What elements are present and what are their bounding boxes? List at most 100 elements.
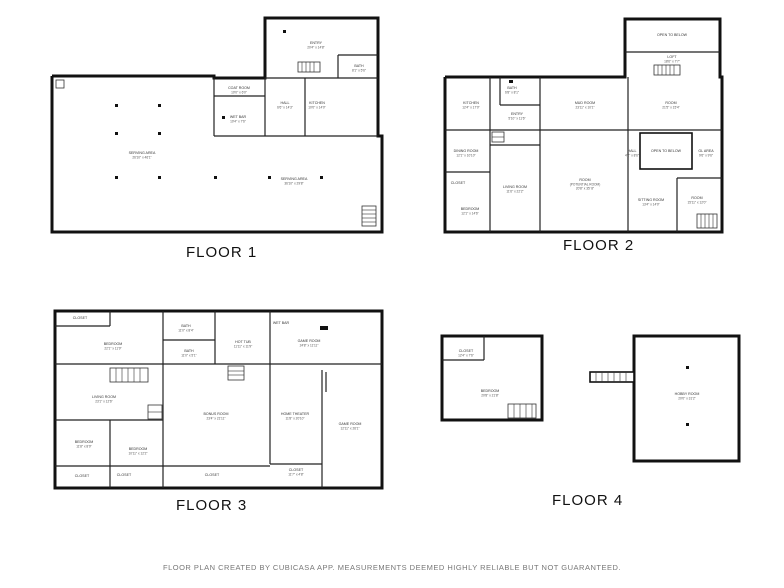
room-dimension-label: 9'6" x 9'6" xyxy=(699,154,713,158)
footer-disclaimer: FLOOR PLAN CREATED BY CUBICASA APP. MEAS… xyxy=(163,563,621,572)
room-dimension-label: 18'6" x 7'7" xyxy=(664,60,680,64)
room-name-label: ROOM xyxy=(665,101,676,105)
staircase xyxy=(595,372,627,382)
room-name-label: KITCHEN xyxy=(309,101,325,105)
room-dimension-label: 10'0" x 6'0" xyxy=(231,91,247,95)
room-name-label: WET BAR xyxy=(230,115,247,119)
room-name-label: KITCHEN xyxy=(463,101,479,105)
room-name-label: LOFT xyxy=(667,55,677,59)
floor-title: FLOOR 1 xyxy=(186,244,257,261)
room-dimension-label: 10'4" x 7'6" xyxy=(230,120,246,124)
room-name-label: LIVING ROOM xyxy=(92,395,116,399)
room-dimension-label: 5'10" x 11'6" xyxy=(508,117,525,121)
room-dimension-label: 23'1" x 12'6" xyxy=(95,400,112,404)
room-dimension-label: 8'1" x 5'6" xyxy=(352,69,366,73)
room-name-label: BATH xyxy=(354,64,364,68)
room-name-label: BEDROOM xyxy=(481,389,500,393)
floor-title: FLOOR 3 xyxy=(176,497,247,514)
room-name-label: BEDROOM xyxy=(104,342,123,346)
room-name-label: LIVING ROOM xyxy=(503,185,527,189)
room-name-label: BATH xyxy=(507,86,517,90)
room-name-label: HOBBY ROOM xyxy=(675,392,700,396)
room-dimension-label: 12'1" x 14'6" xyxy=(461,212,478,216)
room-name-label: GAME ROOM xyxy=(298,339,321,343)
room-name-label: SERVING AREA xyxy=(281,177,308,181)
room-name-label: SITTING ROOM xyxy=(638,198,664,202)
room-dimension-label: 13'4" x 14'0" xyxy=(642,203,659,207)
room-dimension-label: 23'11" x 10'1" xyxy=(575,106,594,110)
room-name-label: CLOSET xyxy=(117,473,132,477)
room-dimension-label: 36'10" x 29'8" xyxy=(284,182,303,186)
room-name-label: BEDROOM xyxy=(75,440,94,444)
floor-3-plan xyxy=(53,309,384,490)
room-dimension-label: 11'8" x 8'9" xyxy=(76,445,91,449)
room-name-label: WET BAR xyxy=(273,321,290,325)
room-name-label: CLOSET xyxy=(205,473,220,477)
room-name-label: COAT ROOM xyxy=(228,86,250,90)
room-name-label: BONUS ROOM xyxy=(204,412,229,416)
fixture-icon xyxy=(55,79,65,89)
room-name-label: HOME THEATER xyxy=(281,412,310,416)
room-dimension-label: 20'8" x 21'8" xyxy=(481,394,498,398)
room-dimension-label: 11'0" x 5'1" xyxy=(181,354,196,358)
room-dimension-label: 11'8" x 20'10" xyxy=(285,417,304,421)
staircase xyxy=(491,64,718,229)
room-dimension-label: 11'7" x 4'8" xyxy=(288,473,303,477)
room-name-label: MUD ROOM xyxy=(575,101,595,105)
room-name-label: HOT TUB xyxy=(235,340,251,344)
room-dimension-label: 12'4" x 17'0" xyxy=(462,106,479,110)
room-name-label: CLOSET xyxy=(289,468,304,472)
room-name-label: GL AREA xyxy=(698,149,714,153)
staircase xyxy=(507,403,537,419)
room-name-label: OPEN TO BELOW xyxy=(651,149,682,153)
room-name-label: GAME ROOM xyxy=(339,422,362,426)
room-dimension-label: 10'0" x 14'0" xyxy=(308,106,325,110)
room-name-label: ENTRY xyxy=(310,41,323,45)
room-dimension-label: 11'0" x 8'4" xyxy=(178,329,193,333)
room-dimension-label: 11'11" x 11'9" xyxy=(234,345,253,349)
room-name-label: ENTRY xyxy=(511,112,524,116)
staircase xyxy=(297,61,377,227)
room-dimension-label: 6'6" x 14'3" xyxy=(277,106,293,110)
room-name-label: CLOSET xyxy=(75,474,90,478)
room-dimension-label: 4'2" x 8'6" xyxy=(625,154,639,158)
room-name-label: DINING ROOM xyxy=(454,149,479,153)
room-name-label: ROOM xyxy=(691,196,702,200)
floor-1-plan xyxy=(50,16,384,234)
room-name-label: SERVING AREA xyxy=(129,151,156,155)
room-dimension-label: 11'6" x 22'2" xyxy=(506,190,523,194)
room-dimension-label: 24'8" x 11'11" xyxy=(300,344,319,348)
room-dimension-label: 20'4" x 14'8" xyxy=(307,46,324,50)
room-dimension-label: 15'11" x 12'0" xyxy=(687,201,706,205)
room-dimension-label: 23'4" x 21'11" xyxy=(206,417,225,421)
room-name-label: BATH xyxy=(184,349,194,353)
room-name-label: OPEN TO BELOW xyxy=(657,33,688,37)
room-dimension-label: (POTENTIAL ROOM) xyxy=(570,183,601,187)
room-name-label: HALL xyxy=(628,149,637,153)
room-dimension-label: 12'4" x 7'6" xyxy=(458,354,474,358)
floor-2-plan xyxy=(443,17,724,234)
room-dimension-label: 12'1" x 10'10" xyxy=(456,154,475,158)
room-name-label: BATH xyxy=(181,324,191,328)
floor-title: FLOOR 4 xyxy=(552,492,623,509)
room-name-label: BEDROOM xyxy=(461,207,480,211)
room-name-label: HALL xyxy=(281,101,290,105)
room-dimension-label: 22'1" x 11'9" xyxy=(104,347,121,351)
floor-4-plan xyxy=(440,334,741,463)
room-name-label: BEDROOM xyxy=(129,447,148,451)
room-dimension-label: 10'11" x 12'2" xyxy=(128,452,147,456)
room-dimension-label: 21'5" x 15'4" xyxy=(662,106,679,110)
staircase xyxy=(109,365,245,420)
room-dimension-label: 12'11" x 26'1" xyxy=(340,427,359,431)
room-dimension-label: 20'0" x 31'2" xyxy=(678,397,695,401)
room-name-label: CLOSET xyxy=(451,181,466,185)
room-dimension-label: 26'10" x 46'1" xyxy=(132,156,151,160)
room-name-label: CLOSET xyxy=(73,316,88,320)
room-dimension-label: 6'8" x 8'1" xyxy=(505,91,519,95)
room-dimension-label: 20'8" x 35' 8" xyxy=(576,187,594,191)
room-name-label: CLOSET xyxy=(459,349,474,353)
floor-title: FLOOR 2 xyxy=(563,237,634,254)
room-name-label: ROOM xyxy=(579,178,590,182)
